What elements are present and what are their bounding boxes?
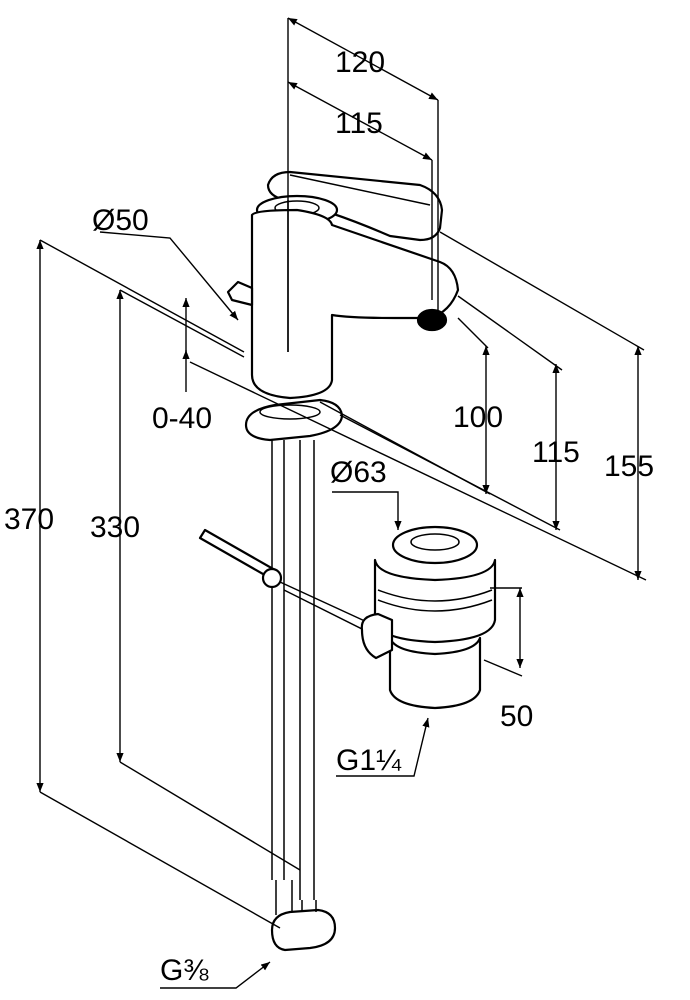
dimension-lines (36, 17, 647, 989)
spout-outlet (416, 308, 448, 332)
hose-fitting (270, 908, 337, 952)
waste-valve (360, 525, 497, 710)
popup-knob (226, 280, 254, 307)
dimension-370-label: 370 (4, 503, 54, 536)
diameter-63-label: Ø63 (330, 456, 387, 489)
dimension-120-label: 120 (335, 46, 385, 79)
dimension-50-label: 50 (500, 700, 533, 733)
dimension-155-label: 155 (604, 450, 654, 483)
body (250, 208, 460, 400)
dimension-100-label: 100 (453, 401, 503, 434)
dimension-115-right-label: 115 (532, 436, 580, 469)
thread-g3-8-label: G⅜ (160, 954, 209, 987)
dimension-115-top-label: 115 (335, 107, 383, 140)
dimension-0-40-label: 0-40 (152, 402, 212, 435)
dimension-330-label: 330 (90, 511, 140, 544)
supply-hoses (270, 440, 337, 952)
waste-cap (391, 525, 479, 565)
popup-rod (198, 528, 381, 639)
diameter-50-label: Ø50 (92, 204, 149, 237)
faucet (226, 170, 460, 442)
thread-g1-1-4-label: G1¼ (336, 744, 402, 777)
